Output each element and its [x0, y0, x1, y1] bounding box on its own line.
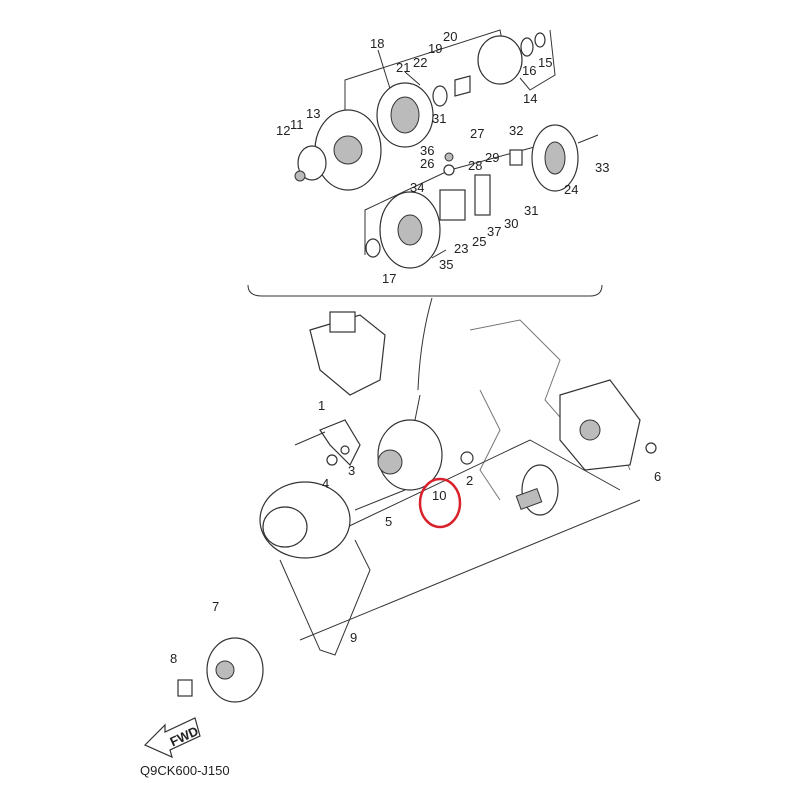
part-label[interactable]: 32: [509, 123, 523, 138]
rectifier-25: [439, 189, 466, 221]
part-label[interactable]: 12: [276, 123, 290, 138]
bolt-35: [431, 249, 447, 259]
part-label[interactable]: 21: [396, 60, 410, 75]
part-label[interactable]: 2: [466, 473, 473, 488]
cover-15: [534, 32, 546, 48]
highlight-circle: [418, 477, 462, 529]
part-label[interactable]: 25: [472, 234, 486, 249]
bearing-16: [520, 37, 534, 57]
part-label[interactable]: 19: [428, 41, 442, 56]
part-label[interactable]: 5: [385, 514, 392, 529]
bolt-4: [326, 454, 338, 466]
brush-holder-37: [474, 174, 491, 216]
water-pump: [559, 379, 641, 471]
part-label-highlighted[interactable]: 10: [432, 488, 446, 503]
fwd-label: FWD: [168, 723, 201, 749]
part-label[interactable]: 24: [564, 182, 578, 197]
part-label[interactable]: 14: [523, 91, 537, 106]
part-label[interactable]: 27: [470, 126, 484, 141]
part-label[interactable]: 8: [170, 651, 177, 666]
part-label[interactable]: 1: [318, 398, 325, 413]
bolt: [294, 431, 326, 446]
part-label[interactable]: 6: [654, 469, 661, 484]
washer-3: [340, 445, 350, 455]
part-label[interactable]: 34: [410, 180, 424, 195]
bearing-31: [432, 85, 448, 107]
regulator-29: [509, 149, 523, 166]
part-label[interactable]: 20: [443, 29, 457, 44]
engine-assembly-view: 1 3 4 2 6 10 5 7 9 8: [170, 311, 661, 703]
fwd-arrow-icon: FWD: [143, 717, 201, 759]
nut-12: [294, 170, 306, 182]
bracket-1: [319, 419, 361, 467]
fuel-pump: [309, 314, 386, 396]
part-label[interactable]: 37: [487, 224, 501, 239]
alternator-exploded-view: 18 19 20 21 22 16 15 14 31 13 11 12 27 3…: [276, 29, 609, 286]
part-label[interactable]: 31: [432, 111, 446, 126]
part-label[interactable]: 36: [420, 143, 434, 158]
bolt-8: [177, 679, 193, 697]
collar-2: [460, 451, 474, 465]
seal-17: [365, 238, 381, 258]
group-pointer: [417, 297, 433, 391]
part-label[interactable]: 17: [382, 271, 396, 286]
part-label[interactable]: 35: [439, 257, 453, 272]
part-label[interactable]: 33: [595, 160, 609, 175]
part-label[interactable]: 13: [306, 106, 320, 121]
part-label[interactable]: 18: [370, 36, 384, 51]
nut-6: [645, 442, 657, 454]
pulley-11: [297, 145, 327, 181]
part-label[interactable]: 7: [212, 599, 219, 614]
part-label[interactable]: 22: [413, 55, 427, 70]
part-label[interactable]: 4: [322, 476, 329, 491]
part-label[interactable]: 3: [348, 463, 355, 478]
part-label[interactable]: 28: [468, 158, 482, 173]
crank-pulley-7: [206, 637, 264, 703]
bolt-5: [354, 489, 406, 511]
part-label[interactable]: 9: [350, 630, 357, 645]
rotor-14: [477, 35, 523, 85]
part-label[interactable]: 30: [504, 216, 518, 231]
part-label[interactable]: 26: [420, 156, 434, 171]
part-label[interactable]: 29: [485, 150, 499, 165]
diagram-code: Q9CK600-J150: [140, 763, 230, 778]
part-label[interactable]: 31: [524, 203, 538, 218]
bolt-33: [577, 134, 599, 144]
part-label[interactable]: 16: [522, 63, 536, 78]
v-belt-9: [279, 539, 371, 656]
grouping-brace: [247, 284, 603, 297]
part-label[interactable]: 15: [538, 55, 552, 70]
leader-bracket-14: [519, 29, 556, 91]
part-label[interactable]: 11: [290, 117, 304, 132]
part-label[interactable]: 23: [454, 241, 468, 256]
plate-19: [454, 75, 471, 97]
